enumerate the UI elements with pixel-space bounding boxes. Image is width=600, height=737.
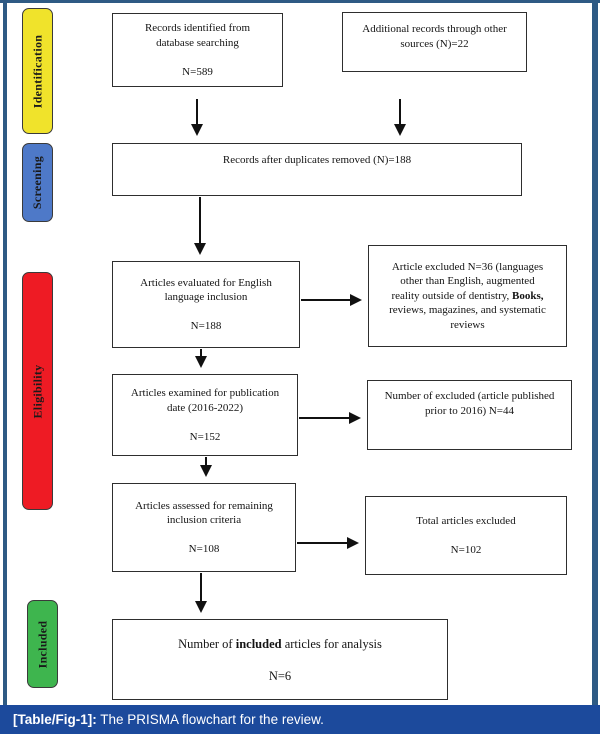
stage-label-included-text: Included xyxy=(35,620,50,668)
stage-label-included: Included xyxy=(27,600,58,688)
frame-top-border xyxy=(0,0,600,3)
stage-label-eligibility: Eligibility xyxy=(22,272,53,510)
figure-caption-label: [Table/Fig-1]: xyxy=(13,712,97,727)
figure-caption-text: The PRISMA flowchart for the review. xyxy=(96,712,324,727)
flow-box-included-analysis: Number of included articles for analysis… xyxy=(112,619,448,700)
flow-box-duplicates-removed: Records after duplicates removed (N)=188 xyxy=(112,143,522,196)
stage-label-screening: Screening xyxy=(22,143,53,222)
figure-caption-bar: [Table/Fig-1]: The PRISMA flowchart for … xyxy=(0,705,600,734)
flow-box-total-excluded: Total articles excluded N=102 xyxy=(365,496,567,575)
frame-left-border xyxy=(3,0,7,705)
stage-label-identification: Identification xyxy=(22,8,53,134)
stage-label-identification-text: Identification xyxy=(30,34,45,108)
stage-label-screening-text: Screening xyxy=(30,155,44,210)
frame-right-border xyxy=(592,0,598,705)
stage-label-eligibility-text: Eligibility xyxy=(30,364,45,418)
